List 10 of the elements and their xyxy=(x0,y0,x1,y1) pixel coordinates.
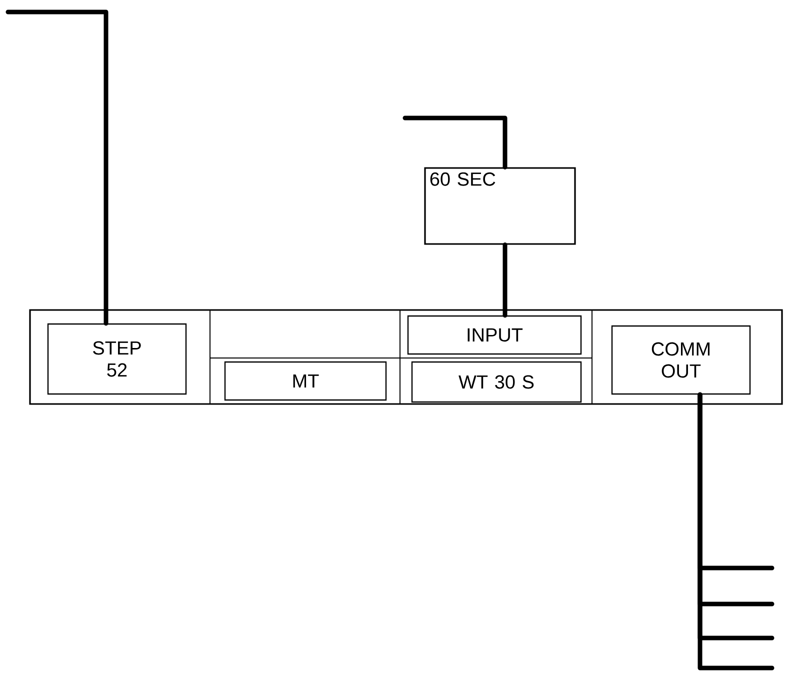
connector-line xyxy=(402,116,508,170)
panel-strip xyxy=(29,309,783,405)
connector-line xyxy=(502,242,508,318)
label-box: WT 30 S xyxy=(411,361,582,403)
connector-line xyxy=(6,10,108,326)
step-box: STEP 52 xyxy=(47,323,187,395)
label-box: INPUT xyxy=(407,315,582,355)
label-box: MT xyxy=(224,361,387,401)
timer-box: 60 SEC xyxy=(424,167,576,245)
label-box: COMM OUT xyxy=(611,325,751,395)
